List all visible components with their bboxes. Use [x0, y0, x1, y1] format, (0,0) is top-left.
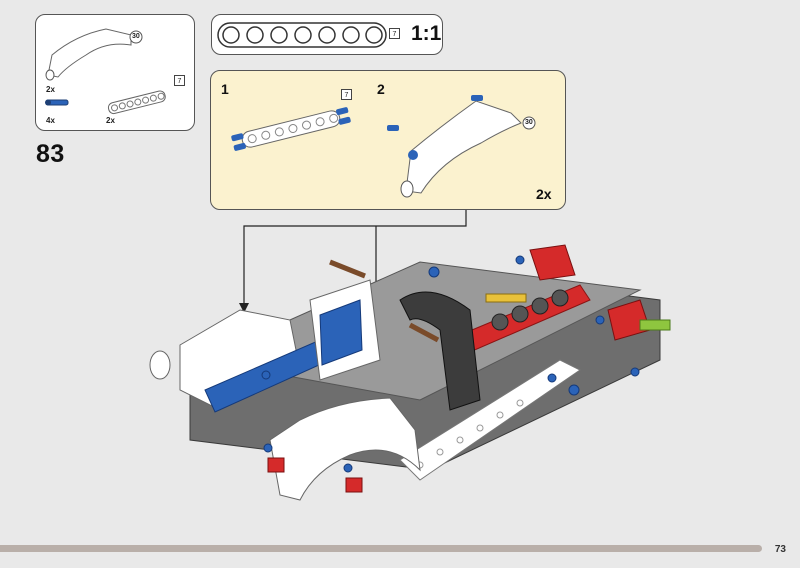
sub-step-2-length-label: 30 [525, 119, 533, 126]
part-qty-blue-pin: 4x [46, 116, 55, 125]
scale-label: 1:1 [411, 22, 442, 45]
sub-assembly-multiplier: 2x [536, 186, 552, 202]
step-number: 83 [36, 140, 65, 168]
sub-assembly-illustration [231, 95, 536, 198]
sub-step-1-beam-icon [231, 107, 351, 151]
parts-illustration [45, 28, 166, 115]
part-qty-curved-panel: 2x [46, 85, 55, 94]
part-length-label-7: 7 [174, 75, 185, 86]
blue-axle-pin-icon [45, 99, 69, 106]
page-number: 73 [774, 544, 786, 555]
sub-assembly-callout: 1 7 2 30 [210, 70, 566, 210]
scale-length-label: 7 [389, 28, 400, 39]
progress-bar [0, 545, 762, 552]
scale-ruler: 7 [211, 14, 443, 55]
part-length-label-30: 30 [132, 33, 140, 40]
parts-callout: 30 2x 4x 2x 7 [35, 14, 195, 131]
part-qty-beam: 2x [106, 116, 115, 125]
sub-step-2-panel-icon [387, 95, 536, 198]
sub-step-1-length-label: 7 [341, 89, 352, 100]
sub-step-1-number: 1 [221, 81, 229, 97]
white-curved-panel-icon [47, 28, 132, 78]
beam-scale-illustration [217, 22, 387, 48]
white-beam-7-icon [107, 90, 166, 115]
sub-step-2-number: 2 [377, 81, 385, 97]
